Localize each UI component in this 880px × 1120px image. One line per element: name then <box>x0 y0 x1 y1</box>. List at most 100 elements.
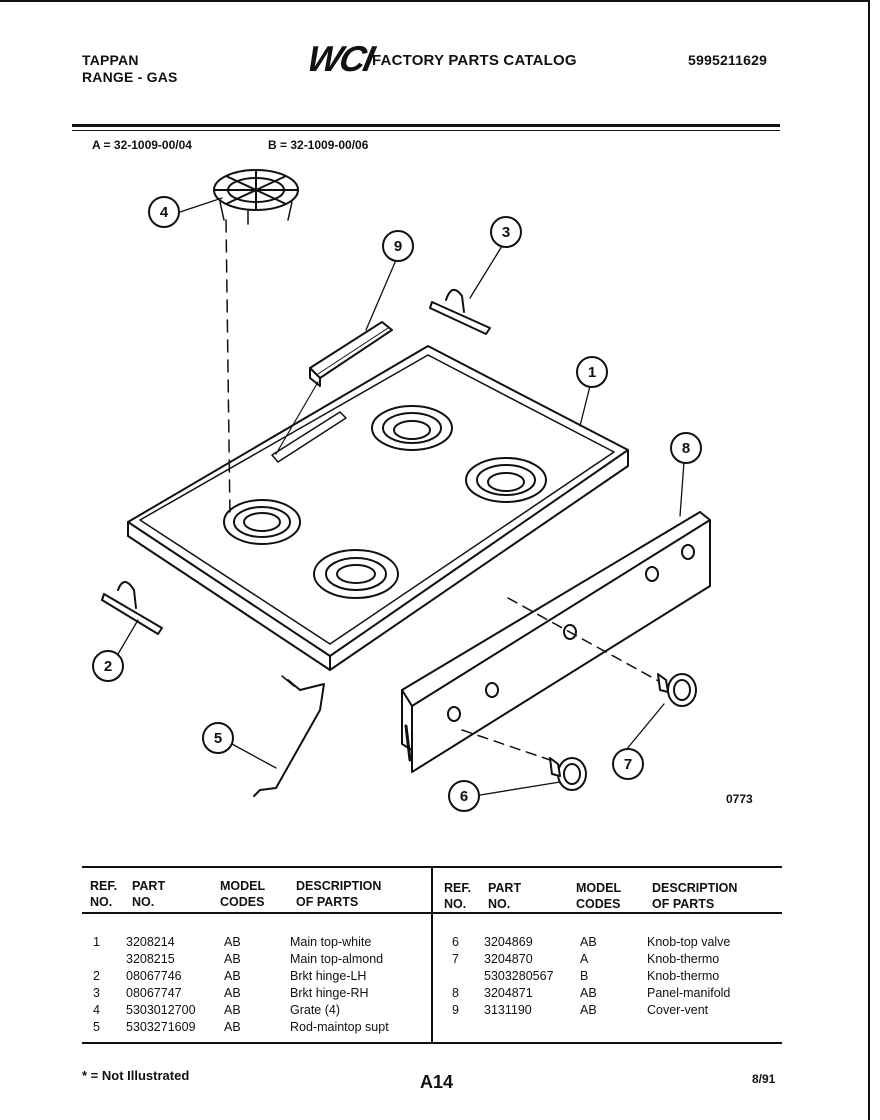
knob-dash-line-upper <box>507 597 665 685</box>
model-cell: AB <box>224 986 241 1000</box>
support-rod-part <box>253 675 325 797</box>
part-cell: 08067747 <box>126 986 182 1000</box>
ref-cell: 3 <box>93 986 100 1000</box>
callout-label-2: 2 <box>104 658 112 675</box>
desc-cell: Knob-thermo <box>647 952 720 966</box>
desc-cell: Main top-white <box>290 935 372 949</box>
desc-cell: Main top-almond <box>290 952 384 966</box>
page-number: A14 <box>420 1072 454 1092</box>
callout-label-9: 9 <box>394 238 402 255</box>
model-cell: AB <box>224 1020 241 1034</box>
table-rule-bottom <box>82 1042 782 1044</box>
model-cell: AB <box>224 1003 241 1017</box>
product-type: RANGE - GAS <box>82 69 178 85</box>
callout-1 <box>576 356 608 388</box>
ref-cell: 4 <box>93 1003 100 1017</box>
desc-cell: Cover-vent <box>647 1003 709 1017</box>
knob-thermo-part <box>657 673 697 707</box>
manifold-panel-part <box>401 511 711 773</box>
callout-label-7: 7 <box>624 756 632 773</box>
ref-cell: 5 <box>93 1020 100 1034</box>
model-b-label: B = 32-1009-00/06 <box>268 138 369 152</box>
desc-cell: Brkt hinge-LH <box>290 969 367 983</box>
part-cell: 3204869 <box>484 935 533 949</box>
figure-number: 0773 <box>726 792 753 806</box>
ref-cell: 6 <box>452 935 459 949</box>
callout-5 <box>202 722 234 754</box>
desc-cell: Brkt hinge-RH <box>290 986 369 1000</box>
model-cell: B <box>580 969 589 983</box>
ref-cell: 8 <box>452 986 459 1000</box>
model-cell: AB <box>580 1003 597 1017</box>
wci-logo: WCI <box>303 38 377 79</box>
burner-front-right <box>465 457 547 503</box>
ref-cell: 7 <box>452 952 459 966</box>
desc-cell: Knob-top valve <box>647 935 731 949</box>
part-cell: 3131190 <box>484 1003 532 1017</box>
model-a-label: A = 32-1009-00/04 <box>92 138 192 152</box>
table-divider <box>431 866 433 1044</box>
vent-guide-line <box>275 381 319 455</box>
ref-cell: 1 <box>93 935 100 949</box>
cover-vent-part <box>309 321 393 387</box>
revision-date: 8/91 <box>752 1072 776 1086</box>
callout-label-4: 4 <box>160 204 169 221</box>
desc-cell: Rod-maintop supt <box>290 1020 389 1034</box>
exploded-parts-diagram: 4 9 3 1 8 2 5 6 7 0773 <box>92 169 753 812</box>
model-cell: AB <box>224 952 241 966</box>
page-border-top <box>0 0 870 2</box>
grate-dash-line <box>225 219 231 519</box>
page-border-right <box>868 0 870 1120</box>
catalog-number: 5995211629 <box>688 52 768 68</box>
part-cell: 08067746 <box>126 969 182 983</box>
col-ref-header: REF.NO. <box>90 879 118 909</box>
callout-7 <box>612 748 644 780</box>
part-cell: 5303012700 <box>126 1003 196 1017</box>
hinge-rh-part <box>429 289 491 335</box>
burner-front-left <box>313 549 399 599</box>
model-cell: A <box>580 952 589 966</box>
header-rule-thin <box>72 130 780 131</box>
burner-rear-left <box>223 499 301 545</box>
grate-part <box>213 169 299 225</box>
burner-rear-right <box>371 405 453 451</box>
callout-label-1: 1 <box>588 364 596 381</box>
callout-label-5: 5 <box>214 730 222 747</box>
callout-6 <box>448 780 480 812</box>
callout-label-8: 8 <box>682 440 690 457</box>
part-cell: 5303271609 <box>126 1020 196 1034</box>
model-cell: AB <box>224 969 241 983</box>
part-cell: 3204871 <box>484 986 533 1000</box>
hinge-lh-part <box>101 581 163 635</box>
callout-8 <box>670 432 702 464</box>
model-cell: AB <box>224 935 241 949</box>
ref-cell: 9 <box>452 1003 459 1017</box>
main-top-part <box>127 345 629 671</box>
part-cell: 3204870 <box>484 952 533 966</box>
callout-3 <box>490 216 522 248</box>
callout-9 <box>382 230 414 262</box>
callout-2 <box>92 650 124 682</box>
model-cell: AB <box>580 935 597 949</box>
col-ref-header: REF.NO. <box>444 881 472 911</box>
ref-cell: 2 <box>93 969 100 983</box>
model-cell: AB <box>580 986 597 1000</box>
brand-name: TAPPAN <box>82 52 139 68</box>
desc-cell: Knob-thermo <box>647 969 720 983</box>
header-rule-thick <box>72 124 780 127</box>
desc-cell: Panel-manifold <box>647 986 731 1000</box>
part-cell: 3208215 <box>126 952 175 966</box>
part-cell: 3208214 <box>126 935 175 949</box>
callout-label-6: 6 <box>460 788 468 805</box>
desc-cell: Grate (4) <box>290 1003 341 1017</box>
footnote-not-illustrated: * = Not Illustrated <box>82 1068 190 1083</box>
knob-top-valve-part <box>549 757 587 791</box>
part-cell: 5303280567 <box>484 969 554 983</box>
catalog-title: FACTORY PARTS CATALOG <box>372 52 577 69</box>
